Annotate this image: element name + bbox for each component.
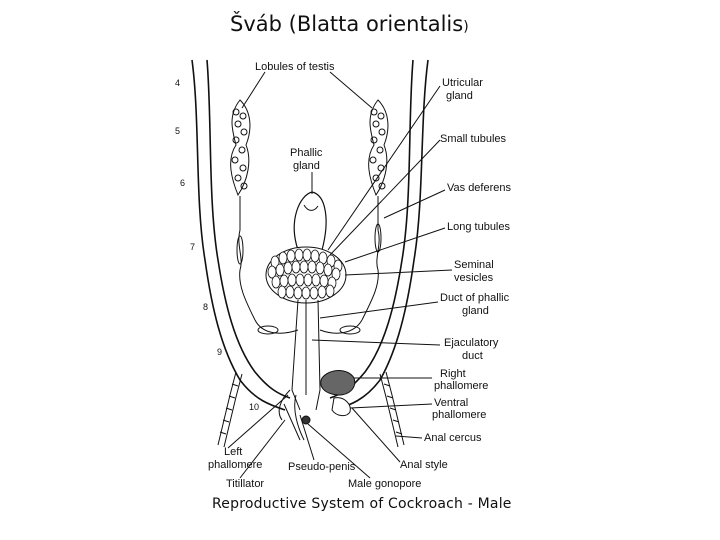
label-phallic-2: gland xyxy=(293,160,320,172)
phallic-gland xyxy=(293,191,327,251)
label-lobules-of-testis: Lobules of testis xyxy=(255,61,335,73)
segment-4: 4 xyxy=(175,78,180,88)
label-duct-1: Duct of phallic xyxy=(440,292,510,304)
label-utricular-2: gland xyxy=(446,90,473,102)
label-utricular-1: Utricular xyxy=(442,77,483,89)
testis-left xyxy=(230,99,256,321)
label-ejac-2: duct xyxy=(462,350,483,362)
label-right-2: phallomere xyxy=(434,380,488,392)
label-titillator: Titillator xyxy=(226,478,264,490)
label-long-tubules: Long tubules xyxy=(447,221,510,233)
label-seminal-2: vesicles xyxy=(454,272,494,284)
segment-9: 9 xyxy=(217,347,222,357)
segment-10: 10 xyxy=(249,402,259,412)
label-ejac-1: Ejaculatory xyxy=(444,337,499,349)
label-male-gonopore: Male gonopore xyxy=(348,478,421,490)
vas-deferens-right xyxy=(319,319,363,334)
page-title: Šváb (Blatta orientalis) xyxy=(230,12,469,36)
body-wall-left xyxy=(191,59,291,411)
leader-lines xyxy=(227,71,453,479)
segment-6: 6 xyxy=(180,178,185,188)
label-ventral-1: Ventral xyxy=(434,397,468,409)
figure-caption: Reproductive System of Cockroach - Male xyxy=(212,496,512,512)
anal-cercus-left xyxy=(217,371,243,448)
segment-5: 5 xyxy=(175,126,180,136)
segment-numbers: 4 5 6 7 8 9 10 xyxy=(175,78,259,412)
utricular-gland-mass xyxy=(265,246,347,304)
label-anal-style: Anal style xyxy=(400,459,448,471)
anal-cercus-right xyxy=(379,371,405,448)
label-seminal-1: Seminal xyxy=(454,259,494,271)
label-small-tubules: Small tubules xyxy=(440,133,507,145)
label-duct-2: gland xyxy=(462,305,489,317)
segment-7: 7 xyxy=(190,242,195,252)
genital-region xyxy=(278,370,356,441)
title-main: Šváb (Blatta orientalis xyxy=(230,12,464,36)
segment-8: 8 xyxy=(203,302,208,312)
label-right-1: Right xyxy=(440,368,466,380)
vas-deferens-left xyxy=(254,319,299,334)
label-vas-deferens: Vas deferens xyxy=(447,182,512,194)
label-left-2: phallomere xyxy=(208,459,262,471)
label-pseudo-penis: Pseudo-penis xyxy=(288,461,356,473)
ejaculatory-duct xyxy=(291,299,321,411)
title-paren: ) xyxy=(463,19,469,35)
testis-right xyxy=(361,99,389,321)
label-ventral-2: phallomere xyxy=(432,409,486,421)
label-anal-cercus: Anal cercus xyxy=(424,432,482,444)
label-left-1: Left xyxy=(224,446,242,458)
label-phallic-1: Phallic xyxy=(290,147,323,159)
